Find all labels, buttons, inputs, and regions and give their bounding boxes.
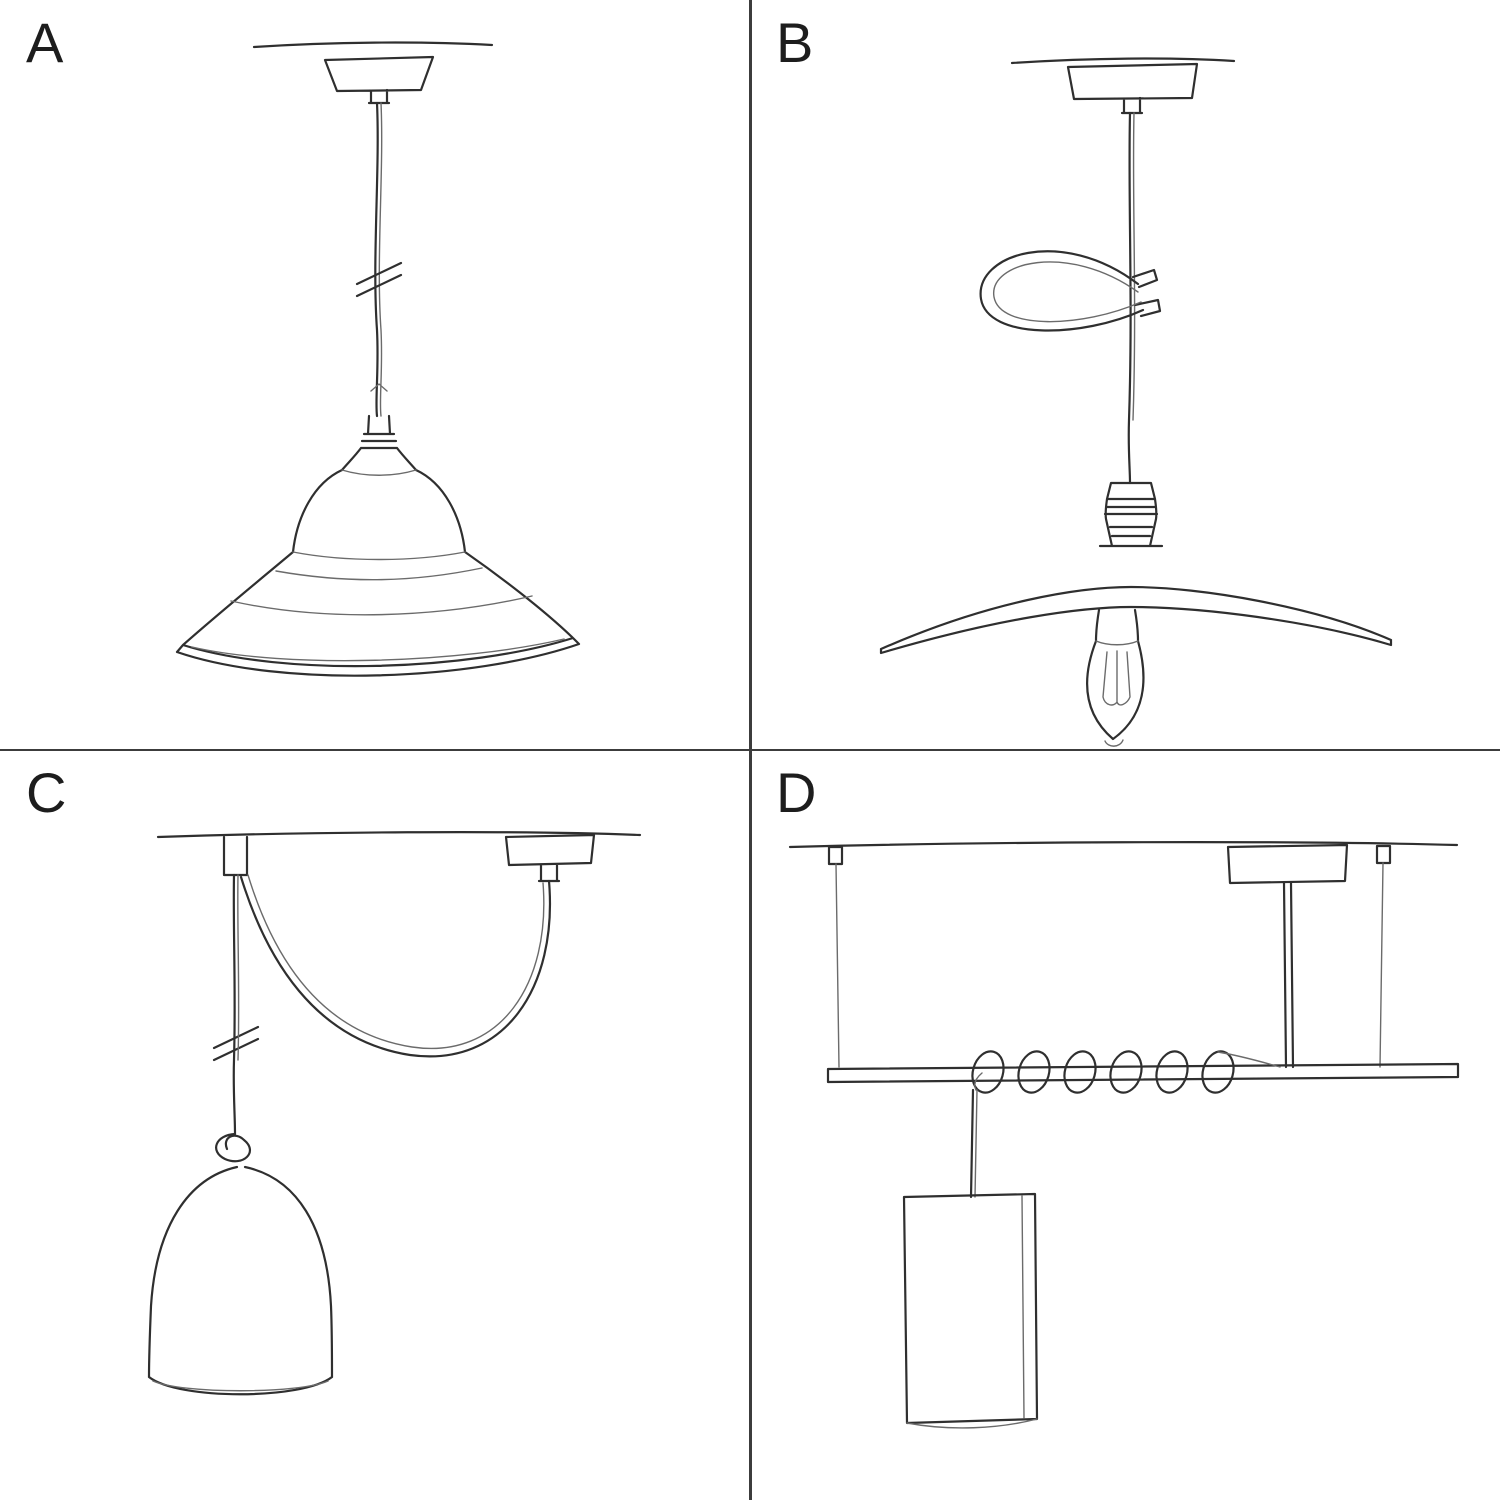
- tube-shade-detail: [906, 1195, 1038, 1429]
- swag-cable-second-strand: [247, 874, 545, 1050]
- pendant-cable-second-strand: [370, 102, 388, 417]
- ceiling-rose: [323, 55, 435, 105]
- pendant-cable-second-strand: [1132, 112, 1136, 421]
- ceiling-hook: [222, 835, 249, 877]
- cable-loop: [979, 250, 1145, 332]
- bowl-shade-detail: [191, 469, 565, 662]
- ceiling-rose: [1226, 843, 1349, 885]
- bell-shade-outline: [147, 1165, 334, 1396]
- drop-cable: [212, 873, 260, 1136]
- coil-loop: [1063, 1050, 1097, 1094]
- panel-label-c: C: [26, 761, 68, 824]
- drop-cable: [969, 1088, 975, 1199]
- panel-c: C: [0, 750, 750, 1500]
- pendant-cable: [1127, 111, 1132, 485]
- coil-loop: [1017, 1050, 1051, 1094]
- pendant-plate-shade-bulb-sketch: [879, 57, 1393, 747]
- coil-loop: [1155, 1050, 1189, 1094]
- lamp-holder: [340, 414, 418, 472]
- coil-loop: [1109, 1050, 1143, 1094]
- light-bulb: [1086, 608, 1145, 741]
- ceiling-line: [788, 841, 1459, 849]
- panel-label-a: A: [26, 11, 65, 74]
- cable-knot: [215, 1132, 251, 1163]
- tube-shade-outline: [902, 1192, 1039, 1425]
- cable-length-marks: [355, 261, 403, 298]
- coil-loop: [1201, 1050, 1235, 1094]
- cable-clip: [1131, 268, 1162, 318]
- bulb-filament-detail: [1095, 640, 1139, 747]
- pendant-cable: [374, 101, 379, 418]
- bar-pendant-tube-shade-sketch: [788, 841, 1460, 1429]
- ceiling-rose: [504, 833, 596, 883]
- ceiling-line: [156, 831, 642, 839]
- panel-label-b: B: [776, 11, 815, 74]
- ceiling-rose-stem: [1282, 881, 1295, 1069]
- suspension-wire-terminals: [827, 844, 1392, 866]
- swag-cable: [239, 875, 552, 1058]
- pendant-bowl-shade-sketch: [175, 41, 581, 677]
- suspension-wires: [835, 862, 1384, 1068]
- drop-cable-second-strand: [237, 874, 240, 1061]
- panel-a: A: [0, 0, 750, 750]
- cable-coil: [971, 1050, 1281, 1094]
- coil-tail: [974, 1051, 1281, 1091]
- bowl-shade-outline: [175, 468, 581, 677]
- panel-label-d: D: [776, 761, 818, 824]
- bell-shade-rim-detail: [152, 1380, 329, 1392]
- ceiling-line: [1010, 57, 1236, 65]
- ceiling-rose: [1066, 62, 1199, 115]
- swag-pendant-bell-shade-sketch: [147, 831, 642, 1396]
- flat-plate-shade: [879, 585, 1393, 655]
- panel-d: D: [750, 750, 1500, 1500]
- panel-b: B: [750, 0, 1500, 750]
- horizontal-bar: [826, 1062, 1460, 1084]
- lamp-holder: [1098, 481, 1164, 548]
- coil-loop: [971, 1050, 1005, 1094]
- cable-loop-inner-strand: [993, 261, 1142, 323]
- ceiling-line: [252, 41, 494, 49]
- drop-cable-second-strand: [974, 1089, 978, 1198]
- horizontal-divider: [0, 749, 1500, 751]
